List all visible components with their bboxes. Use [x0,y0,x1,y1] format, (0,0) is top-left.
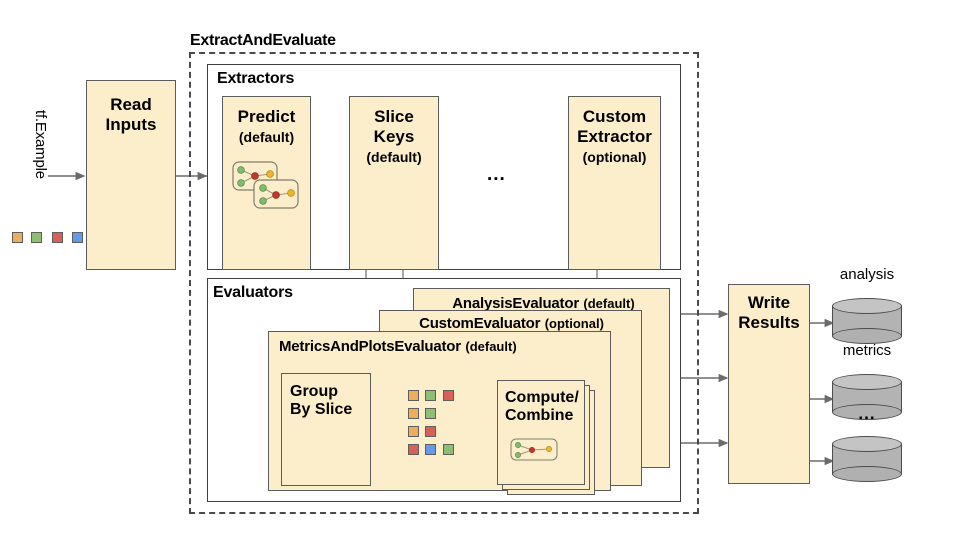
slice-chip [425,444,436,455]
slice-chip [408,408,419,419]
write-results-node[interactable]: Write Results [728,284,810,484]
evaluator-metrics-and-plots-qualifier: (default) [465,339,517,354]
extractor-slice-keys[interactable]: Slice Keys (default) [349,96,439,270]
output-store-other[interactable]: ... [832,404,902,482]
output-label-analysis: analysis [839,266,895,283]
evaluator-metrics-and-plots-name: MetricsAndPlotsEvaluator [279,338,461,355]
output-label-metrics: metrics [842,342,892,359]
evaluator-custom-name: CustomEvaluator [419,315,541,332]
extractor-custom[interactable]: Custom Extractor (optional) [568,96,661,270]
model-graph-icon [232,161,299,209]
slice-chip [425,408,436,419]
output-label-other: ... [858,404,876,423]
extract-and-evaluate-container [189,52,699,514]
group-by-slice-label: Group By Slice [290,383,353,419]
extractor-slice-keys-name: Slice Keys [373,107,415,146]
slice-chip [443,390,454,401]
extractor-custom-name: Custom Extractor [577,107,652,146]
write-results-label: Write Results [738,293,800,332]
evaluator-custom-qualifier: (optional) [544,316,604,331]
slice-chip-grid [408,390,478,470]
slice-chip [425,390,436,401]
read-inputs-label: Read Inputs [105,95,157,134]
input-label: tf.Example [32,110,49,179]
cylinder-icon [832,436,902,482]
chip-green [31,232,42,243]
extractor-predict-name: Predict [237,107,296,126]
output-store-analysis[interactable]: analysis [832,266,902,344]
evaluators-section-label: Evaluators [213,284,293,301]
slice-chip [443,444,454,455]
chip-orange [12,232,23,243]
compute-combine-node[interactable]: Compute/ Combine [497,380,585,485]
compute-combine-label: Compute/ Combine [505,389,579,425]
cylinder-icon [832,298,902,344]
slice-chip [425,426,436,437]
evaluator-analysis-qualifier: (default) [583,296,635,311]
chip-blue [72,232,83,243]
read-inputs-node[interactable]: Read Inputs [86,80,176,270]
evaluator-metrics-and-plots[interactable]: MetricsAndPlotsEvaluator (default) Group… [268,331,611,495]
extractors-section-label: Extractors [217,70,295,87]
input-chips [12,232,83,246]
chip-red [52,232,63,243]
extractor-predict[interactable]: Predict (default) [222,96,311,270]
output-store-metrics[interactable]: metrics [832,342,902,420]
extractor-predict-qualifier: (default) [238,129,295,145]
slice-chip [408,426,419,437]
extract-and-evaluate-title: ExtractAndEvaluate [190,32,336,49]
group-by-slice-node[interactable]: Group By Slice [281,373,371,486]
extractor-slice-keys-qualifier: (default) [366,149,422,165]
extractor-ellipsis: ... [487,164,506,185]
metric-graph-icon [510,438,558,461]
extractor-custom-qualifier: (optional) [582,149,647,165]
cylinder-icon [832,374,902,420]
slice-chip [408,444,419,455]
slice-chip [408,390,419,401]
evaluator-analysis-name: AnalysisEvaluator [452,295,579,312]
